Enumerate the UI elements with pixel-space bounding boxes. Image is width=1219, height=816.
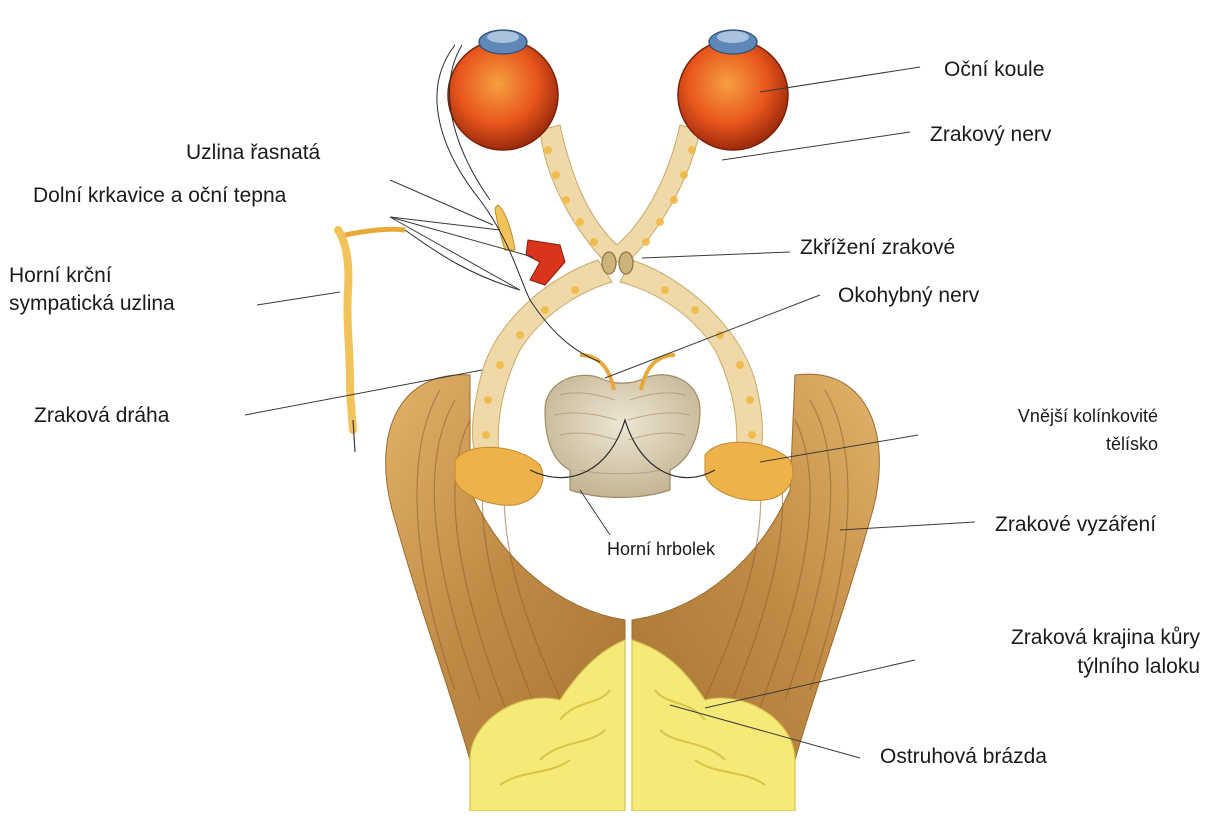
label-uzlina-rasnata: Uzlina řasnatá xyxy=(186,140,320,166)
label-vnejsi-line2: tělísko xyxy=(940,433,1158,455)
label-dolni-krkavice: Dolní krkavice a oční tepna xyxy=(33,183,286,209)
label-horni-hrbolek: Horní hrbolek xyxy=(607,538,715,560)
label-ostruhova-brazda: Ostruhová brázda xyxy=(880,744,1047,770)
label-ocni-koule: Oční koule xyxy=(944,57,1044,83)
label-okohybny-nerv: Okohybný nerv xyxy=(838,283,979,309)
label-zrakove-vyzareni: Zrakové vyzáření xyxy=(995,512,1156,538)
label-horni-krcni-line2: sympatická uzlina xyxy=(9,291,175,317)
label-horni-krcni-line1: Horní krční xyxy=(9,263,112,289)
label-zrakova-krajina-line2: týlního laloku xyxy=(940,654,1200,680)
eyeballs xyxy=(448,30,788,150)
ciliary-ganglion-and-artery xyxy=(495,205,565,285)
label-vnejsi-line1: Vnější kolínkovité xyxy=(940,405,1158,427)
label-zrakova-draha: Zraková dráha xyxy=(34,403,169,429)
label-zkrizeni-zrakove: Zkřížení zrakové xyxy=(800,235,955,261)
label-zrakovy-nerv: Zrakový nerv xyxy=(930,122,1051,148)
midbrain xyxy=(530,355,715,498)
label-zrakova-krajina-line1: Zraková krajina kůry xyxy=(940,625,1200,651)
